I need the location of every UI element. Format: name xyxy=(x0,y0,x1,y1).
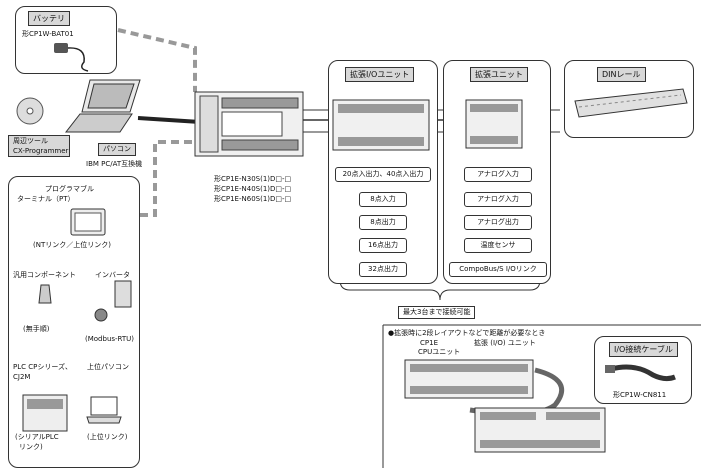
plc-caption-2: リンク) xyxy=(19,443,43,451)
tools-title-1: 周辺ツール xyxy=(13,137,48,145)
plc-line-1: PLC CPシリーズ、 xyxy=(13,363,72,371)
expansion-exp-label: 拡張 (I/O) ユニット xyxy=(474,339,536,347)
cable-panel: I/O接続ケーブル 形CP1W-CN811 xyxy=(594,336,692,404)
host-title: 上位パソコン xyxy=(87,363,129,371)
cable-header: I/O接続ケーブル xyxy=(609,342,678,357)
serial-devices-panel: プログラマブル ターミナル（PT） (NTリンク／上位リンク) 汎用コンポーネン… xyxy=(8,176,140,468)
cpu-model-2: 形CP1E-N40S(1)D□-□ xyxy=(214,185,292,193)
tools-title-2: CX-Programmer xyxy=(13,147,69,155)
exp-unit-header: 拡張ユニット xyxy=(470,67,528,82)
max-note: 最大3台まで接続可能 xyxy=(398,306,476,319)
io-unit-panel: 拡張I/Oユニット 20点入出力、40点入出力 8点入力 8点出力 16点出力 … xyxy=(328,60,438,284)
expansion-cp1e: CP1E xyxy=(420,339,438,347)
max-brace xyxy=(339,279,541,301)
io-item-4: 16点出力 xyxy=(359,238,407,253)
plc-caption-1: (シリアルPLC xyxy=(15,433,59,441)
pt-line-2: ターミナル（PT） xyxy=(17,195,75,203)
pc-caption: IBM PC/AT互換機 xyxy=(86,160,143,168)
inverter-icon xyxy=(114,280,132,308)
device-icons xyxy=(22,208,132,432)
host-caption: (上位リンク) xyxy=(87,433,128,441)
comp-caption: (無手順) xyxy=(23,325,50,333)
din-rail-header: DINレール xyxy=(597,67,646,82)
expansion-note-title: ●拡張時に2段レイアウトなどで距離が必要なとき xyxy=(388,329,546,337)
io-item-5: 32点出力 xyxy=(359,262,407,277)
io-item-2: 8点入力 xyxy=(359,192,407,207)
exp-item-5: CompoBus/S I/Oリンク xyxy=(449,262,547,277)
pt-line-1: プログラマブル xyxy=(45,185,94,193)
expansion-note-border xyxy=(382,324,701,468)
usb-cable xyxy=(137,116,201,124)
battery-connection-line xyxy=(117,28,197,92)
sensor-icon xyxy=(38,284,52,304)
cable-icon xyxy=(605,364,676,382)
exp-unit-panel: 拡張ユニット アナログ入力 アナログ入力 アナログ出力 温度センサ CompoB… xyxy=(443,60,551,284)
exp-item-3: アナログ出力 xyxy=(464,215,532,230)
din-rail-icon xyxy=(574,88,688,118)
exp-item-4: 温度センサ xyxy=(464,238,532,253)
battery-header: バッテリ xyxy=(28,11,70,26)
serial-connection-line xyxy=(140,140,205,217)
cpu-model-1: 形CP1E-N30S(1)D□-□ xyxy=(214,175,292,183)
pt-caption: (NTリンク／上位リンク) xyxy=(33,241,111,249)
io-item-1: 20点入出力、40点入出力 xyxy=(335,167,431,182)
comp-title: 汎用コンポーネント xyxy=(13,271,76,279)
inverter-caption: (Modbus-RTU) xyxy=(85,335,135,343)
battery-icon xyxy=(54,43,89,72)
battery-panel: バッテリ 形CP1W-BAT01 xyxy=(15,6,117,74)
io-item-3: 8点出力 xyxy=(359,215,407,230)
cpu-model-3: 形CP1E-N60S(1)D□-□ xyxy=(214,195,292,203)
cable-model: 形CP1W-CN811 xyxy=(613,391,667,399)
exp-item-1: アナログ入力 xyxy=(464,167,532,182)
din-rail-panel: DINレール xyxy=(564,60,694,138)
exp-item-2: アナログ入力 xyxy=(464,192,532,207)
plc-line-2: CJ2M xyxy=(13,373,31,381)
tools-tag: 周辺ツール CX-Programmer xyxy=(8,135,70,157)
battery-model: 形CP1W-BAT01 xyxy=(22,30,74,38)
expansion-cpu-unit: CPUユニット xyxy=(418,348,461,356)
io-unit-header: 拡張I/Oユニット xyxy=(345,67,415,82)
inverter-title: インバータ xyxy=(95,271,130,279)
host-pc-icon xyxy=(90,396,118,416)
pc-tag: パソコン xyxy=(98,143,136,156)
